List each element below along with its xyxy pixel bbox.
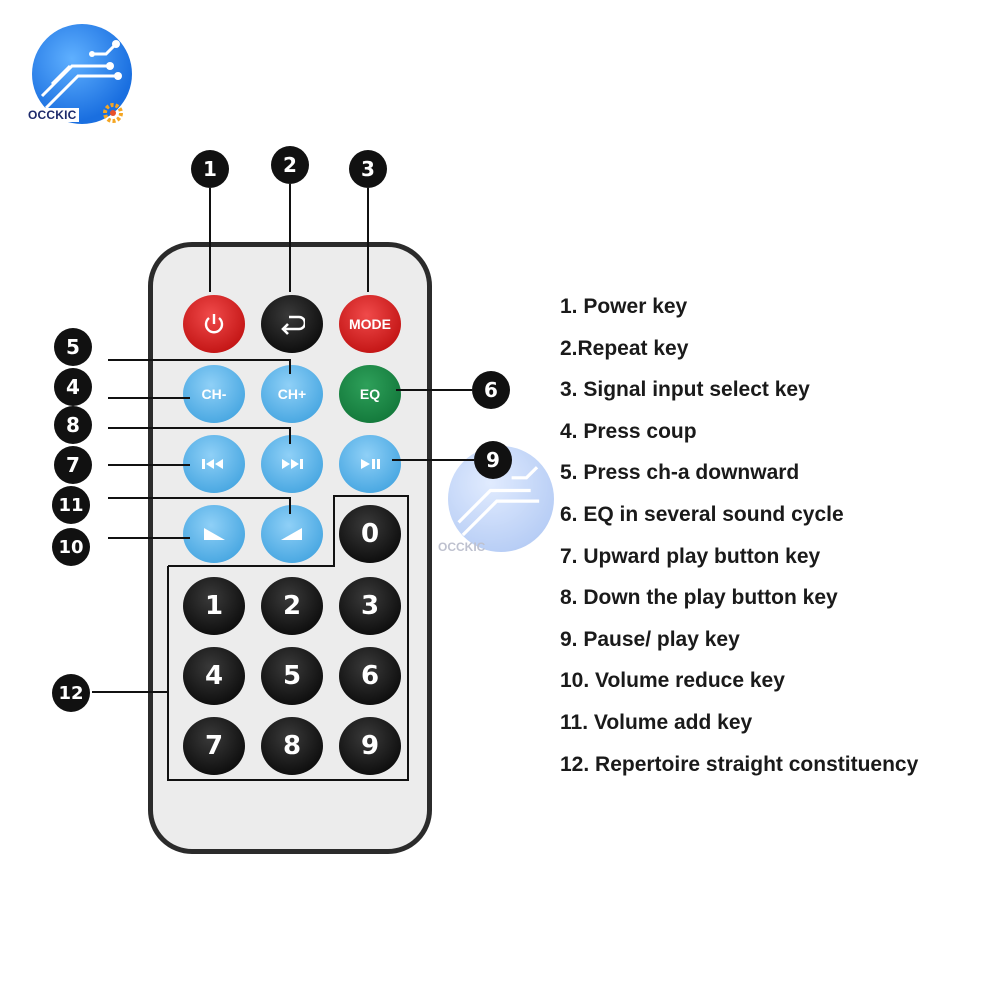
legend-item-7: 7. Upward play button key <box>560 544 821 568</box>
digit-key-4[interactable]: 4 <box>183 647 245 705</box>
legend-item-6: 6. EQ in several sound cycle <box>560 502 844 526</box>
volume-up-icon <box>281 528 302 540</box>
digit-key-9[interactable]: 9 <box>339 717 401 775</box>
mode-key[interactable]: MODE <box>339 295 401 353</box>
ch-minus-key-label: CH- <box>201 386 227 402</box>
callout-marker-6: 6 <box>472 371 510 409</box>
legend-item-9: 9. Pause/ play key <box>560 627 740 651</box>
callout-marker-12: 12 <box>52 674 90 712</box>
digit-key-5[interactable]: 5 <box>261 647 323 705</box>
legend-item-2: 2.Repeat key <box>560 336 689 360</box>
volume-down-key[interactable] <box>183 505 245 563</box>
legend-item-8: 8. Down the play button key <box>560 586 838 610</box>
watermark-text: OCCKIC <box>438 540 486 554</box>
digit-key-9-label: 9 <box>360 731 380 761</box>
digit-key-2-label: 2 <box>282 591 302 621</box>
digit-key-0[interactable]: 0 <box>339 505 401 563</box>
callout-marker-1: 1 <box>191 150 229 188</box>
digit-key-3[interactable]: 3 <box>339 577 401 635</box>
leader-line-8 <box>108 427 291 444</box>
legend-item-10: 10. Volume reduce key <box>560 669 785 693</box>
logo-text: OCCKIC <box>26 108 79 122</box>
callout-marker-7: 7 <box>54 446 92 484</box>
digit-key-8-label: 8 <box>282 731 302 761</box>
callout-marker-10: 10 <box>52 528 90 566</box>
return-arrow-icon <box>281 315 305 335</box>
leader-line-5 <box>108 359 291 374</box>
digit-key-8[interactable]: 8 <box>261 717 323 775</box>
ch-plus-key[interactable]: CH+ <box>261 365 323 423</box>
legend-item-1: 1. Power key <box>560 295 688 318</box>
digit-key-3-label: 3 <box>360 591 380 621</box>
digit-key-5-label: 5 <box>282 661 302 691</box>
legend-item-4: 4. Press coup <box>560 419 697 443</box>
callout-marker-5: 5 <box>54 328 92 366</box>
repeat-key[interactable] <box>261 295 323 353</box>
legend-item-12: 12. Repertoire straight constituency <box>560 752 919 776</box>
callout-marker-11: 11 <box>52 486 90 524</box>
gear-icon <box>103 103 123 123</box>
key-legend: 1. Power key 2.Repeat key 3. Signal inpu… <box>560 286 918 785</box>
skip-next-icon <box>282 459 303 469</box>
legend-item-3: 3. Signal input select key <box>560 378 810 402</box>
remote-control: MODE CH- CH+ EQ <box>148 242 432 854</box>
digit-key-1[interactable]: 1 <box>183 577 245 635</box>
brand-logo: OCCKIC <box>26 18 138 130</box>
next-key[interactable] <box>261 435 323 493</box>
digit-key-6-label: 6 <box>360 661 380 691</box>
logo-circle <box>32 24 132 124</box>
digit-key-7[interactable]: 7 <box>183 717 245 775</box>
digit-group-outline <box>167 495 409 781</box>
power-icon <box>204 314 224 334</box>
ch-minus-key[interactable]: CH- <box>183 365 245 423</box>
play-pause-icon <box>361 459 380 469</box>
mode-key-label: MODE <box>349 316 391 332</box>
power-key[interactable] <box>183 295 245 353</box>
digit-key-0-label: 0 <box>360 519 380 549</box>
callout-marker-3: 3 <box>349 150 387 188</box>
watermark-circuit-icon <box>457 466 540 537</box>
digit-key-4-label: 4 <box>204 661 224 691</box>
leader-line-11 <box>108 497 291 514</box>
digit-key-7-label: 7 <box>204 731 224 761</box>
callout-marker-9: 9 <box>474 441 512 479</box>
callout-marker-4: 4 <box>54 368 92 406</box>
ch-plus-key-label: CH+ <box>277 386 307 402</box>
digit-key-1-label: 1 <box>204 591 224 621</box>
eq-key[interactable]: EQ <box>339 365 401 423</box>
digit-key-6[interactable]: 6 <box>339 647 401 705</box>
digit-key-2[interactable]: 2 <box>261 577 323 635</box>
circuit-icon <box>40 40 122 110</box>
callout-marker-8: 8 <box>54 406 92 444</box>
legend-item-5: 5. Press ch-a downward <box>560 461 800 485</box>
callout-marker-2: 2 <box>271 146 309 184</box>
legend-item-11: 11. Volume add key <box>560 710 753 734</box>
skip-previous-icon <box>202 459 223 469</box>
volume-down-icon <box>204 528 225 540</box>
play-pause-key[interactable] <box>339 435 401 493</box>
eq-key-label: EQ <box>359 386 381 402</box>
volume-up-key[interactable] <box>261 505 323 563</box>
previous-key[interactable] <box>183 435 245 493</box>
